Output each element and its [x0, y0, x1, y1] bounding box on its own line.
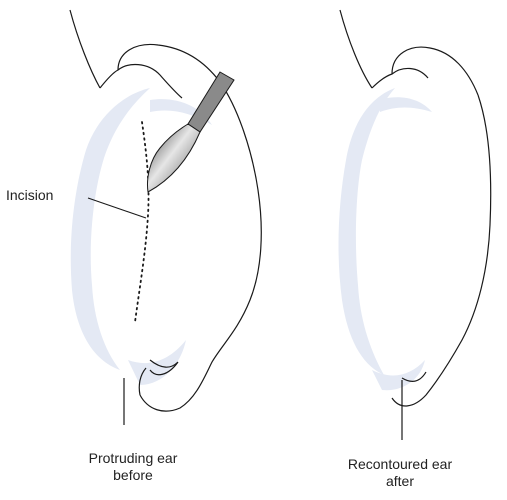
right-caption-line1: Recontoured ear — [325, 456, 475, 473]
right-ear-antihelix-shadow — [339, 88, 395, 375]
right-ear-helix-rim — [392, 68, 428, 78]
right-ear-outer-rim — [392, 95, 491, 406]
scalpel-blade — [148, 124, 201, 192]
left-ear-antihelix-shadow — [71, 88, 150, 370]
incision-label: Incision — [6, 187, 53, 204]
left-ear-helix-rim — [118, 65, 182, 98]
incision-leader-line — [88, 198, 146, 218]
left-ear-helix-top — [100, 44, 220, 88]
left-caption: Protruding ear before — [58, 450, 208, 484]
right-ear-helix-top — [372, 47, 478, 95]
left-caption-line2: before — [58, 467, 208, 484]
right-ear-inner-shadow — [378, 97, 432, 112]
incision-dotted-line — [135, 122, 149, 322]
right-caption: Recontoured ear after — [325, 456, 475, 490]
left-caption-line1: Protruding ear — [58, 450, 208, 467]
left-ear — [70, 10, 261, 425]
left-head-outline — [70, 10, 100, 88]
right-ear — [339, 10, 491, 440]
scalpel-icon — [148, 72, 235, 192]
right-caption-line2: after — [325, 473, 475, 490]
scalpel-handle — [188, 72, 234, 132]
right-ear-lobe-shadow — [372, 360, 425, 390]
right-head-outline — [340, 10, 372, 88]
